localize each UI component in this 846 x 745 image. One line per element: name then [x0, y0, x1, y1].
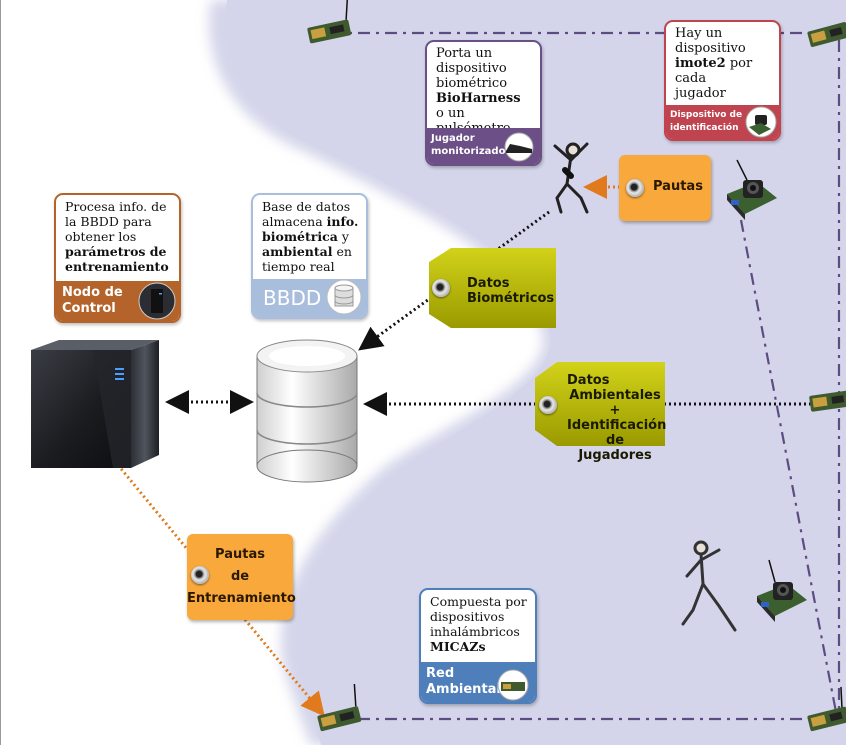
server-icon [31, 340, 159, 468]
sensor-mote-icon [807, 22, 846, 48]
card-bbdd-bold-3: ambiental [262, 244, 333, 259]
card-red-text-2: dispositivos [430, 609, 505, 624]
eye-button-icon [432, 279, 450, 297]
box-pautas-entrenamiento: Pautas de Entrenamiento [187, 534, 296, 620]
eye-button-icon [539, 396, 557, 414]
sensor-mote-icon [807, 686, 846, 732]
card-jugador-monitorizado: Porta un dispositivo biométrico BioHarne… [425, 40, 542, 166]
database-icon [256, 339, 358, 483]
camera-mote-icon [745, 106, 777, 138]
card-bbdd-bold-1: info. [326, 214, 359, 229]
arrow-server-field [116, 464, 325, 717]
card-red-text-1: Compuesta por [430, 594, 527, 609]
card-control-text-3: obtener los [65, 229, 137, 244]
card-red-bold: MICAZs [430, 639, 486, 654]
card-bbdd-text-1: Base de datos [262, 199, 351, 214]
tag-ambientales-shape [535, 362, 665, 446]
eye-button-icon [191, 566, 209, 584]
card-bbdd-text-2: almacena [262, 214, 323, 229]
card-bbdd-bold-2: biométrica [262, 229, 338, 244]
server-icon [138, 282, 176, 320]
card-imote-text-3: por cada [675, 56, 753, 86]
card-bbdd-text-3: y [341, 229, 349, 244]
tag-datos-ambientales: Datos Ambientales + Identificación de Ju… [567, 373, 667, 463]
sensor-mote-icon [307, 0, 352, 44]
card-jugador-text-1: Porta un [436, 46, 493, 61]
database-icon [326, 279, 362, 315]
card-control-bold-2: entrenamiento [65, 259, 169, 274]
box-pautas: Pautas [619, 155, 711, 221]
card-jugador-text-2: dispositivo [436, 61, 507, 76]
tag-biometricos-shape [429, 248, 556, 328]
card-bbdd-text-4: en [336, 244, 352, 259]
card-control-text-1: Procesa info. de [65, 199, 167, 214]
athlete-figure-icon [553, 142, 589, 214]
card-imote-bold: imote2 [675, 56, 726, 71]
card-imote-text-1: Hay un [675, 26, 723, 41]
shoe-icon [504, 132, 534, 162]
sensor-mote-icon [317, 683, 362, 732]
card-imote-text-4: jugador [675, 86, 726, 101]
camera-mote-icon [757, 559, 807, 622]
eye-button-icon [626, 179, 644, 197]
camera-mote-icon [727, 159, 777, 220]
card-imote-text-2: dispositivo [675, 41, 746, 56]
card-control-text-2: la BBDD para [65, 214, 152, 229]
card-red-ambiental: Compuesta por dispositivos inhalámbricos… [419, 588, 537, 704]
card-control-bold-1: parámetros de [65, 244, 167, 259]
card-red-text-3: inhalámbricos [430, 624, 520, 639]
tag-datos-biometricos: Datos Biométricos [467, 276, 555, 306]
card-jugador-bold: BioHarness [436, 91, 521, 106]
card-bbdd-text-5: tiempo real [262, 259, 335, 274]
card-jugador-text-3: biométrico [436, 76, 508, 91]
card-bbdd: Base de datos almacena info. biométrica … [251, 193, 368, 319]
card-nodo-control: Procesa info. de la BBDD para obtener lo… [54, 193, 181, 323]
card-dispositivo-identificacion: Hay un dispositivo imote2 por cada jugad… [664, 20, 781, 141]
sensor-mote-icon [497, 669, 529, 701]
sensor-mote-icon [809, 390, 846, 412]
athlete-figure-icon [681, 540, 737, 632]
arrow-athlete-db [358, 210, 550, 351]
